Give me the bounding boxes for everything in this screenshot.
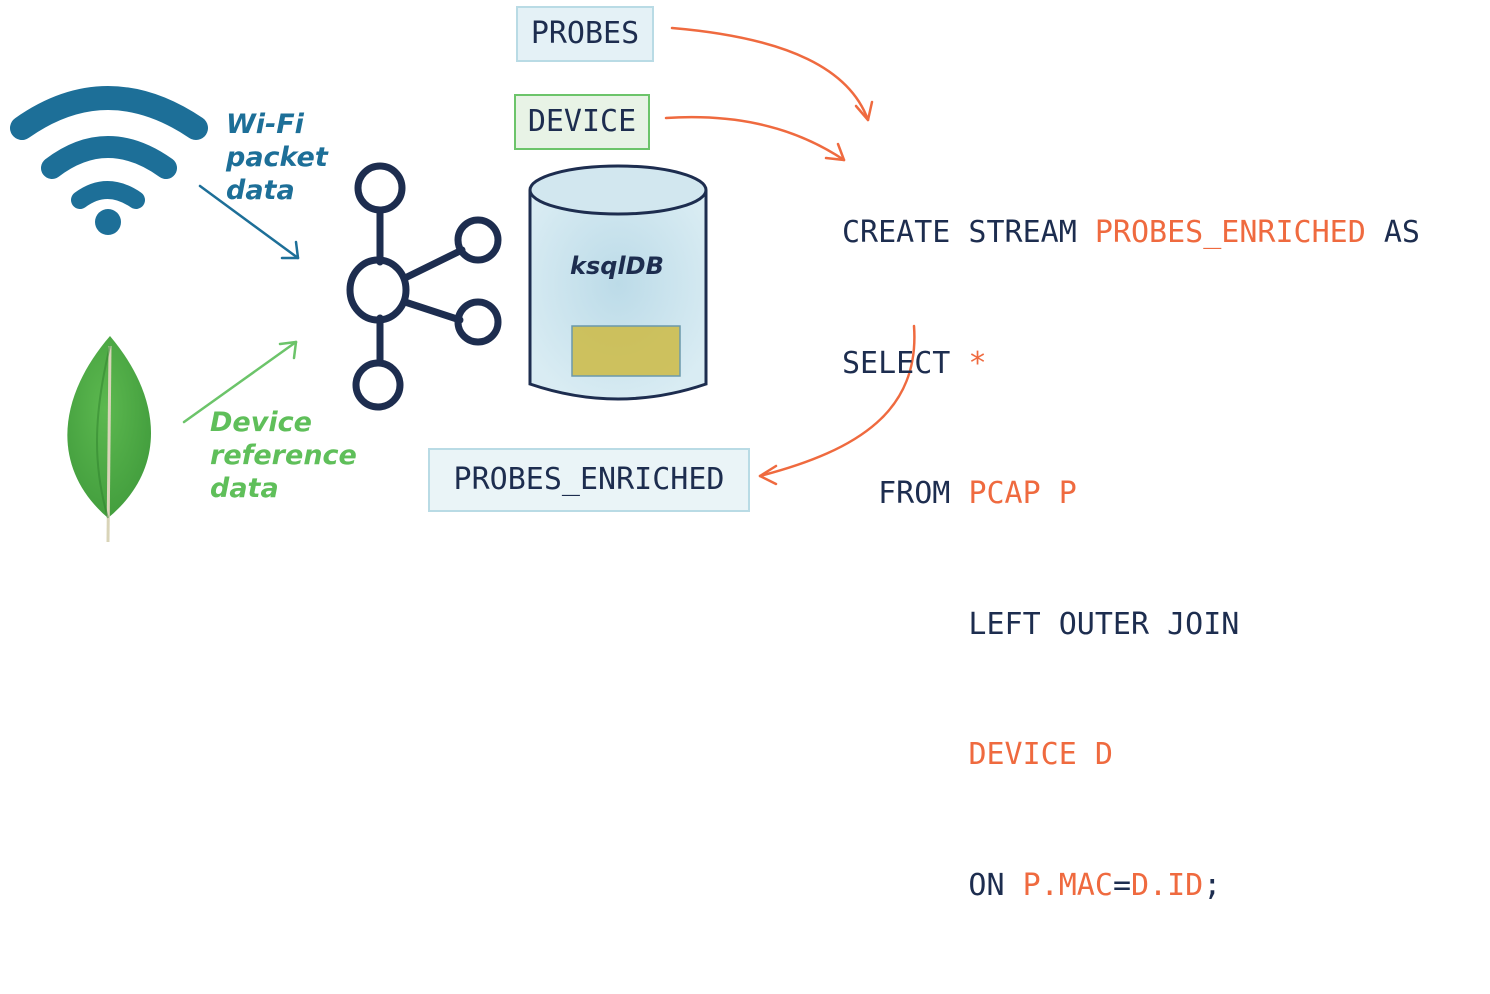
wifi-arrow: [198, 184, 300, 260]
code-identifier: D.ID: [1131, 867, 1204, 903]
device-ref-label-line: reference: [210, 440, 357, 471]
code-keyword: =: [1112, 867, 1131, 903]
probes-enriched-topic-box: PROBES_ENRICHED: [428, 448, 750, 512]
code-keyword: FROM: [842, 476, 969, 511]
ksqldb-label: ksqlDB: [570, 252, 664, 280]
code-identifier: PCAP P: [968, 476, 1077, 511]
output-arrow: [758, 324, 916, 486]
wifi-label-line: Wi-Fi: [226, 109, 304, 140]
probes-enriched-topic-label: PROBES_ENRICHED: [453, 462, 725, 497]
code-identifier: PROBES_ENRICHED: [1094, 215, 1366, 250]
code-line: ON P.MAC=D.ID;: [842, 864, 1420, 908]
code-keyword: SELECT: [842, 345, 969, 381]
code-keyword: [842, 737, 968, 772]
code-identifier: DEVICE D: [968, 737, 1113, 772]
leaf-icon: [67, 336, 151, 543]
probes-topic-label: PROBES: [530, 16, 640, 51]
code-line: LEFT OUTER JOIN: [842, 603, 1420, 647]
wifi-label-line: data: [226, 175, 295, 206]
wifi-data-label: Wi-Fi packet data: [226, 108, 328, 207]
database-icon: [528, 164, 708, 401]
db-table: [571, 325, 681, 377]
diagram: PROBES DEVICE PROBES_ENRICHED Wi-Fi pack…: [10, 6, 1420, 903]
wifi-label-line: packet: [226, 142, 328, 173]
code-keyword: AS: [1365, 215, 1420, 250]
code-line: CREATE STREAM PROBES_ENRICHED AS: [842, 211, 1420, 255]
device-reference-label: Device reference data: [210, 406, 357, 505]
code-keyword: ;: [1203, 867, 1222, 903]
device-ref-label-line: data: [210, 473, 279, 504]
kafka-icon: [346, 162, 502, 411]
code-keyword: ON: [842, 867, 1023, 903]
ksql-code-block: CREATE STREAM PROBES_ENRICHED AS SELECT …: [842, 124, 1420, 994]
code-keyword: CREATE STREAM: [842, 215, 1095, 250]
code-keyword: LEFT OUTER JOIN: [842, 606, 1240, 642]
probes-arrow: [670, 26, 874, 122]
device-ref-label-line: Device: [210, 407, 312, 438]
code-line: SELECT *: [842, 342, 1420, 386]
code-line: DEVICE D: [842, 733, 1420, 777]
diagram-graphics: [10, 26, 916, 543]
code-line: FROM PCAP P: [842, 472, 1420, 516]
code-identifier: *: [968, 345, 987, 381]
code-identifier: P.MAC: [1022, 867, 1113, 903]
device-topic-label: DEVICE: [527, 104, 637, 139]
wifi-icon: [10, 86, 208, 235]
device-ref-arrow: [182, 340, 298, 424]
device-topic-box: DEVICE: [514, 94, 650, 150]
device-arrow: [664, 115, 846, 162]
probes-topic-box: PROBES: [516, 6, 654, 62]
